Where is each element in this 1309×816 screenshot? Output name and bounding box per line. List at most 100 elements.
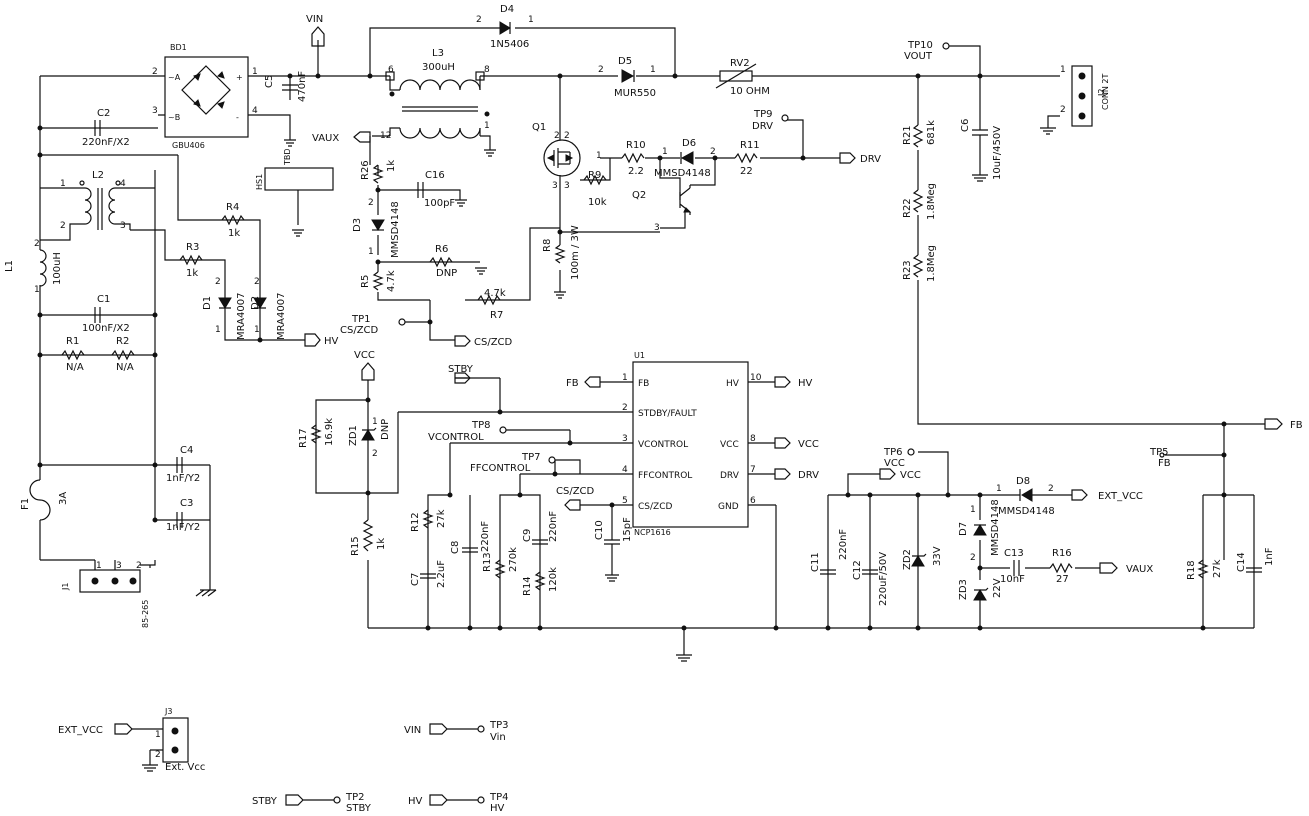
- r23-resistor: R23 1.8Meg: [902, 245, 937, 282]
- r8-resistor: R8 100m / 3W: [542, 225, 581, 299]
- bd1-pin3: 3: [152, 106, 158, 116]
- svg-text:FB: FB: [1158, 458, 1171, 469]
- r12-resistor: R12 27k: [410, 509, 447, 532]
- svg-text:CONN 2T: CONN 2T: [1101, 74, 1110, 110]
- svg-text:100uH: 100uH: [52, 252, 63, 285]
- svg-text:1: 1: [662, 147, 668, 157]
- svg-text:HV: HV: [490, 803, 505, 814]
- r21-resistor: R21 681k: [902, 120, 937, 148]
- svg-text:1: 1: [996, 484, 1002, 494]
- r14-resistor: R14 120k: [522, 567, 559, 596]
- svg-text:TP1: TP1: [351, 314, 371, 325]
- svg-text:1: 1: [1060, 65, 1066, 75]
- svg-text:4.7k: 4.7k: [386, 270, 397, 292]
- svg-text:J1: J1: [61, 583, 70, 591]
- zd3-zener: ZD3 22V: [958, 578, 1003, 601]
- svg-text:R7: R7: [490, 310, 503, 321]
- svg-text:C2: C2: [97, 108, 110, 119]
- svg-text:2: 2: [254, 277, 260, 287]
- bd1-bridge-rectifier: BD1 GBU406 ~A ~B + -: [164, 43, 249, 150]
- svg-text:FFCONTROL: FFCONTROL: [638, 471, 692, 481]
- r1-resistor: R1 N/A: [61, 336, 85, 373]
- svg-text:VOUT: VOUT: [904, 51, 933, 62]
- svg-text:VAUX: VAUX: [312, 133, 339, 144]
- svg-text:FFCONTROL: FFCONTROL: [470, 463, 531, 474]
- bd1-pin1: 1: [252, 67, 258, 77]
- svg-text:VCC: VCC: [354, 350, 375, 361]
- svg-text:2: 2: [1048, 484, 1054, 494]
- svg-text:2: 2: [60, 221, 66, 231]
- svg-text:10k: 10k: [588, 197, 607, 208]
- svg-text:C1: C1: [97, 294, 110, 305]
- tp2-stby-group: STBY TP2 STBY: [252, 792, 372, 814]
- svg-text:Q1: Q1: [532, 122, 546, 133]
- hv-net-port: HV: [304, 333, 339, 347]
- fb-right-port: FB: [1264, 418, 1303, 431]
- r13-resistor: R13 270k: [482, 547, 519, 579]
- svg-text:R12: R12: [410, 512, 421, 532]
- svg-text:1k: 1k: [386, 160, 397, 172]
- svg-text:Ext. Vcc: Ext. Vcc: [165, 762, 205, 773]
- svg-text:C9: C9: [522, 529, 533, 542]
- svg-text:C8: C8: [450, 541, 461, 554]
- svg-text:10 OHM: 10 OHM: [730, 86, 770, 97]
- main-ground: [676, 654, 692, 662]
- f1-fuse: F1 3A: [20, 479, 69, 521]
- svg-text:2: 2: [970, 553, 976, 563]
- cs-zcd-net-port: CS/ZCD: [454, 335, 513, 348]
- svg-text:22: 22: [740, 166, 753, 177]
- svg-text:TP2: TP2: [345, 792, 365, 803]
- svg-text:1: 1: [650, 65, 656, 75]
- tp5-testpoint: TP5 FB: [1149, 447, 1171, 469]
- svg-text:3: 3: [116, 561, 122, 571]
- svg-text:GND: GND: [718, 502, 739, 512]
- svg-text:VCC: VCC: [900, 470, 921, 481]
- bd1-pin-b: ~B: [168, 113, 180, 122]
- svg-text:2.2: 2.2: [628, 166, 644, 177]
- svg-text:J3: J3: [164, 707, 172, 716]
- svg-text:R2: R2: [116, 336, 129, 347]
- svg-text:100nF/X2: 100nF/X2: [82, 323, 130, 334]
- svg-text:VCC: VCC: [884, 458, 905, 469]
- svg-text:R13: R13: [482, 552, 493, 572]
- svg-text:220nF: 220nF: [480, 521, 491, 552]
- svg-text:R16: R16: [1052, 548, 1072, 559]
- r16-resistor: R16 27: [1049, 548, 1073, 585]
- svg-text:STBY: STBY: [252, 796, 278, 807]
- svg-text:L2: L2: [92, 170, 104, 181]
- svg-text:VCC: VCC: [798, 439, 819, 450]
- ext-vcc-net-port: EXT_VCC: [1071, 489, 1143, 502]
- svg-text:FB: FB: [638, 379, 649, 389]
- tp3-vin-group: VIN TP3 Vin: [404, 720, 509, 743]
- svg-text:6: 6: [388, 65, 394, 75]
- tp1-testpoint: TP1 CS/ZCD: [340, 314, 406, 336]
- svg-text:1.8Meg: 1.8Meg: [926, 245, 937, 282]
- ic-fb-port: FB: [566, 376, 601, 389]
- vcc-net-port: VCC: [354, 350, 375, 381]
- svg-text:2.2uF: 2.2uF: [436, 560, 447, 588]
- svg-text:STDBY/FAULT: STDBY/FAULT: [638, 409, 697, 419]
- zd1-zener: ZD1 DNP 1 2: [348, 417, 391, 459]
- r6-resistor: R6 DNP: [429, 244, 487, 279]
- svg-text:2: 2: [34, 239, 40, 249]
- svg-text:R9: R9: [588, 170, 601, 181]
- r9-resistor: R9 10k: [583, 170, 607, 208]
- svg-text:220nF: 220nF: [838, 529, 849, 560]
- svg-text:TP10: TP10: [907, 40, 933, 51]
- svg-text:C7: C7: [410, 573, 421, 586]
- bd1-pin2: 2: [152, 67, 158, 77]
- l3-aux-ground: [484, 149, 496, 157]
- svg-text:R15: R15: [350, 536, 361, 556]
- svg-text:1.8Meg: 1.8Meg: [926, 183, 937, 220]
- svg-text:1: 1: [528, 15, 534, 25]
- svg-text:RV2: RV2: [730, 58, 750, 69]
- svg-text:C13: C13: [1004, 548, 1024, 559]
- svg-text:HV: HV: [798, 378, 813, 389]
- svg-text:N/A: N/A: [116, 362, 134, 373]
- r7-resistor: 4.7k R7: [477, 288, 506, 321]
- svg-text:16.9k: 16.9k: [324, 418, 335, 446]
- svg-text:DRV: DRV: [860, 154, 881, 165]
- svg-text:STBY: STBY: [448, 364, 474, 375]
- svg-text:CS/ZCD: CS/ZCD: [340, 325, 379, 336]
- wires: [39, 27, 1265, 655]
